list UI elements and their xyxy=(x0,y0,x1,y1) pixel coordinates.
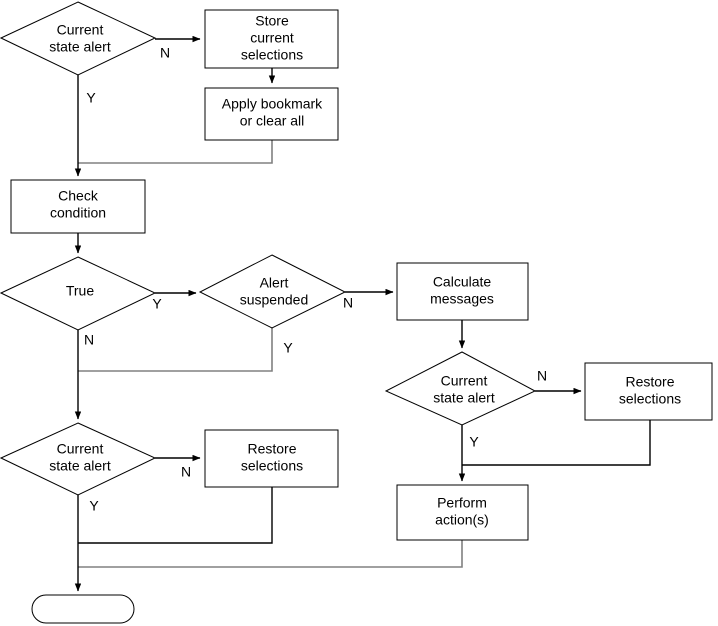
node-terminator-end[interactable] xyxy=(31,594,135,624)
node-label-line2: state alert xyxy=(49,39,111,55)
process-shape xyxy=(10,179,146,234)
connector-restore-right-to-trunk xyxy=(462,420,651,466)
node-label-line2: messages xyxy=(430,291,494,307)
process-shape xyxy=(396,484,529,541)
process-shape xyxy=(396,262,529,321)
connector-alert-suspended-yes-to-trunk xyxy=(78,328,273,372)
node-label-line1: Check xyxy=(58,188,99,204)
edge-label-d2-no: N xyxy=(84,332,94,348)
node-label-line2: selections xyxy=(241,458,303,474)
node-current-state-alert-bottom[interactable]: Current state alert xyxy=(0,422,157,496)
node-label-line1: Restore xyxy=(625,374,674,390)
node-label-line2: action(s) xyxy=(435,512,489,528)
node-label-line2: selections xyxy=(619,391,681,407)
node-current-state-alert-middle[interactable]: Current state alert xyxy=(384,351,537,426)
decision-shape xyxy=(384,351,537,426)
node-label-line1: Apply bookmark xyxy=(222,96,323,112)
node-calculate-messages[interactable]: Calculate messages xyxy=(396,262,529,321)
connector-perform-to-trunk xyxy=(78,540,463,568)
node-label-line1: Current xyxy=(57,441,104,457)
node-restore-selections-bottom[interactable]: Restore selections xyxy=(204,429,339,488)
node-perform-actions[interactable]: Perform action(s) xyxy=(396,484,529,541)
edge-label-d5-yes: Y xyxy=(89,498,99,514)
node-label-line2: current xyxy=(250,30,294,46)
node-label-line2: suspended xyxy=(240,292,309,308)
edge-label-d4-yes: Y xyxy=(469,434,479,450)
node-current-state-alert-top[interactable]: Current state alert xyxy=(0,1,157,76)
process-shape xyxy=(204,429,339,488)
node-store-current-selections[interactable]: Store current selections xyxy=(204,9,339,69)
node-check-condition[interactable]: Check condition xyxy=(10,179,146,234)
decision-shape xyxy=(0,1,157,76)
process-shape xyxy=(204,9,339,69)
node-label-line2: or clear all xyxy=(240,113,305,129)
decision-shape xyxy=(0,422,157,496)
edge-label-d1-no: N xyxy=(160,45,170,61)
connector-restore-bottom-to-trunk xyxy=(78,487,273,544)
edge-label-d1-yes: Y xyxy=(86,90,96,106)
node-label-line1: Restore xyxy=(247,441,296,457)
node-label-line1: Perform xyxy=(437,495,487,511)
node-apply-bookmark-or-clear-all[interactable]: Apply bookmark or clear all xyxy=(204,87,339,141)
node-label-line1: True xyxy=(66,283,94,299)
node-alert-suspended[interactable]: Alert suspended xyxy=(198,254,347,329)
terminator-shape xyxy=(31,594,135,624)
node-label-line1: Current xyxy=(441,373,488,389)
node-label-line2: state alert xyxy=(49,458,111,474)
connector-apply-to-trunk xyxy=(78,140,273,164)
edge-label-d4-no: N xyxy=(537,368,547,384)
edge-label-d3-no: N xyxy=(343,295,353,311)
decision-shape xyxy=(0,256,157,331)
node-label-line3: selections xyxy=(241,47,303,63)
node-label-line1: Calculate xyxy=(433,274,492,290)
decision-shape xyxy=(198,254,347,329)
edge-label-d2-yes: Y xyxy=(152,296,162,312)
node-label-line2: condition xyxy=(50,205,106,221)
node-label-line1: Alert xyxy=(260,275,289,291)
process-shape xyxy=(204,87,339,141)
node-restore-selections-right[interactable]: Restore selections xyxy=(584,362,713,421)
process-shape xyxy=(584,362,713,421)
node-label-line2: state alert xyxy=(433,390,495,406)
edge-label-d3-yes: Y xyxy=(283,340,293,356)
node-label-line1: Current xyxy=(57,22,104,38)
edge-label-d5-no: N xyxy=(181,464,191,480)
node-true-decision[interactable]: True xyxy=(0,256,157,331)
node-label-line1: Store xyxy=(255,13,289,29)
